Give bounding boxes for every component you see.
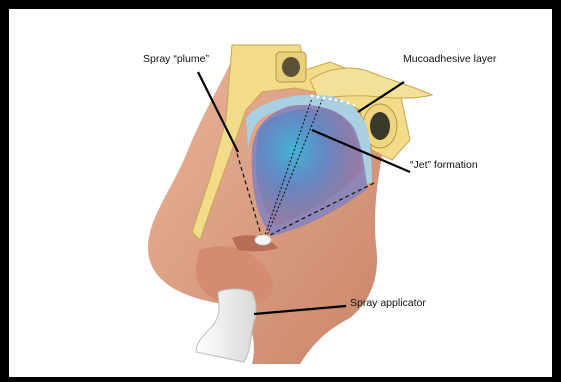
- label-spray-plume: Spray “plume”: [143, 53, 209, 65]
- spray-nozzle-tip: [255, 235, 271, 245]
- sinus-upper-left: [276, 52, 306, 82]
- label-mucoadhesive-layer: Mucoadhesive layer: [403, 53, 497, 65]
- label-spray-applicator: Spray applicator: [350, 297, 426, 309]
- turbinate-bone: [310, 68, 432, 98]
- label-jet-formation: “Jet” formation: [410, 159, 478, 171]
